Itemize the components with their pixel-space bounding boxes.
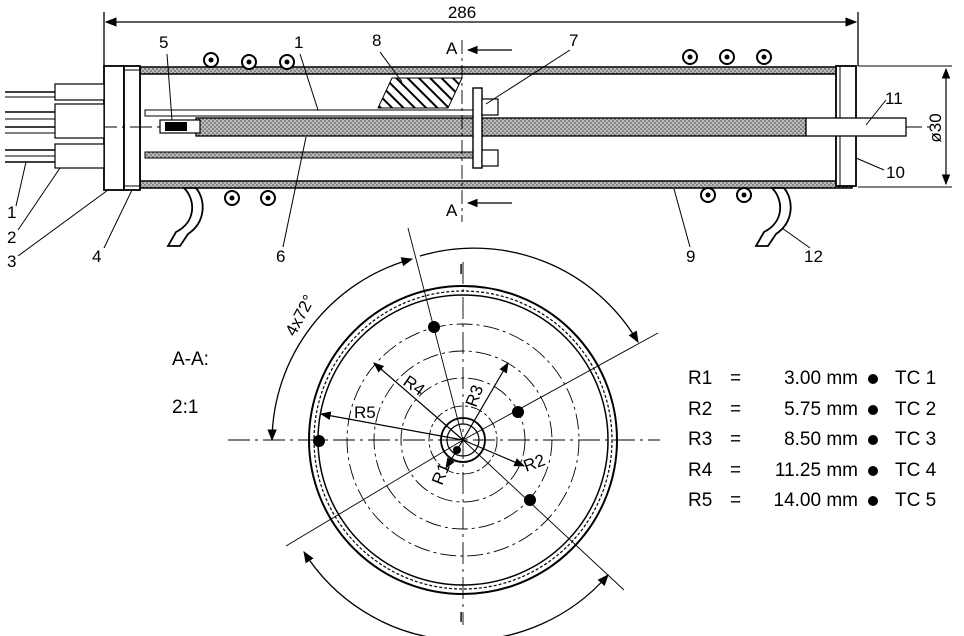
legend-equals: = (730, 368, 742, 389)
bullet-icon (868, 496, 878, 506)
callout-7: 7 (569, 31, 578, 50)
legend-equals: = (730, 398, 742, 420)
legend-radius-value: 8.50 mm (784, 429, 858, 450)
legend-radius-value: 11.25 mm (774, 459, 858, 481)
bullet-icon (868, 465, 878, 476)
coil-windings (203, 49, 772, 206)
tc-point-2 (512, 406, 524, 418)
inner-rods (144, 109, 476, 159)
bullet-icon (868, 435, 878, 445)
tc-point-3 (524, 494, 536, 506)
tc-point-4 (428, 321, 440, 333)
callouts: 5 1 8 7 11 10 1 2 3 4 6 9 12 (7, 31, 905, 271)
callout-6: 6 (276, 247, 285, 266)
section-plane-a: A A (446, 39, 512, 222)
legend-tc-label: TC 1 (895, 368, 937, 389)
legend-radius-name: R3 (688, 429, 713, 450)
legend-row: R3 = 8.50 mm TC 3 (688, 425, 958, 456)
svg-text:A: A (446, 201, 458, 220)
legend-row: R1 = 3.00 mm TC 1 (688, 364, 958, 395)
callout-9: 9 (686, 247, 695, 266)
tc-point-5 (313, 435, 325, 447)
heater-rod (195, 117, 907, 137)
radius-arrows: R5 R4 R3 R2 R1 (319, 362, 548, 487)
legend-radius-name: R1 (688, 368, 713, 389)
scale-label: 2:1 (172, 397, 199, 418)
legend-radius-name: R5 (688, 490, 713, 511)
radius-label-r4: R4 (400, 372, 429, 400)
overall-length-dimension: 286 (103, 3, 859, 66)
thermocouple-leads (5, 83, 105, 169)
radius-label-r5: R5 (354, 403, 376, 422)
thermocouple-points (313, 321, 536, 506)
svg-text:I: I (459, 609, 463, 626)
section-view: 4x72° I I (228, 227, 660, 636)
legend-equals: = (730, 459, 742, 481)
callout-12: 12 (804, 247, 823, 266)
legend-tc-label: TC 2 (895, 398, 937, 420)
legend-radius-value: 5.75 mm (784, 398, 858, 420)
angle-label: 4x72° (282, 292, 319, 339)
callout-4: 4 (92, 247, 101, 266)
legend-row: R4 = 11.25 mm TC 4 (688, 456, 958, 487)
diameter-dimension: ø30 (858, 65, 952, 188)
angular-arcs: 4x72° (267, 247, 639, 636)
callout-2: 2 (7, 228, 16, 247)
legend-equals: = (730, 490, 742, 511)
callout-11: 11 (885, 89, 903, 108)
clamp (472, 87, 499, 169)
tc-point-1 (453, 446, 461, 454)
svg-text:I: I (459, 261, 463, 278)
callout-10: 10 (886, 163, 905, 182)
legend-radius-value: 14.00 mm (773, 490, 858, 511)
overall-length-label: 286 (448, 3, 476, 22)
insulation-hatch (377, 77, 463, 109)
legend-tc-label: TC 3 (895, 429, 937, 450)
radius-legend: R1 = 3.00 mm TC 1 R2 = 5.75 mm TC 2 R3 =… (688, 364, 958, 517)
legend-radius-name: R4 (688, 459, 713, 481)
callout-1-top: 1 (294, 33, 303, 52)
left-flange (103, 65, 141, 191)
legend-tc-label: TC 5 (895, 490, 937, 511)
svg-text:A: A (446, 39, 458, 58)
longitudinal-view: 2 8 6 (5, 3, 952, 271)
callout-1-left: 1 (7, 203, 16, 222)
support-feet (166, 187, 792, 247)
bullet-icon (868, 374, 878, 384)
legend-equals: = (730, 429, 742, 450)
radius-label-r1: R1 (428, 460, 454, 487)
bullet-icon (868, 404, 878, 415)
callout-8: 8 (372, 31, 381, 50)
legend-radius-value: 3.00 mm (784, 368, 858, 389)
callout-5: 5 (159, 33, 168, 52)
legend-row: R5 = 14.00 mm TC 5 (688, 486, 958, 517)
callout-3: 3 (7, 252, 16, 271)
diameter-label: ø30 (926, 113, 945, 142)
legend-row: R2 = 5.75 mm TC 2 (688, 395, 958, 426)
legend-tc-label: TC 4 (895, 459, 937, 481)
section-label: A-A: (172, 349, 209, 370)
legend-radius-name: R2 (688, 398, 713, 420)
radius-label-r2: R2 (521, 450, 548, 475)
